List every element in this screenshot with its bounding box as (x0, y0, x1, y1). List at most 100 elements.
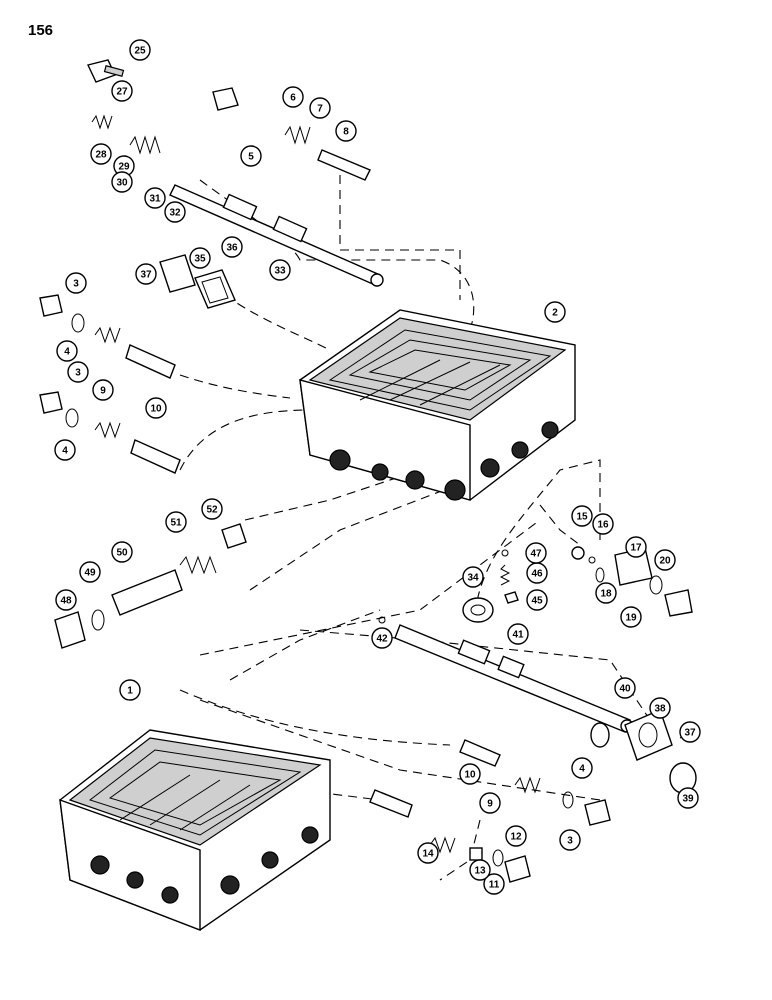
callout-number: 42 (376, 634, 388, 645)
callout-number: 10 (150, 404, 162, 415)
callout-number: 49 (84, 568, 96, 579)
callout-number: 34 (467, 573, 479, 584)
callout-number: 41 (512, 630, 524, 641)
callout-number: 9 (487, 799, 493, 810)
callout-46: 46 (526, 562, 548, 584)
lower-plug-assembly (369, 739, 611, 883)
callout-number: 32 (169, 208, 181, 219)
callout-circle (309, 97, 331, 119)
seal-34 (462, 597, 494, 623)
callout-34: 34 (462, 566, 484, 588)
callout-circle (92, 379, 114, 401)
callout-30: 30 (111, 171, 133, 193)
callout-4: 4 (571, 757, 593, 779)
callout-1: 1 (119, 679, 141, 701)
callout-circle (614, 677, 636, 699)
callout-number: 13 (474, 866, 486, 877)
callout-circle (119, 679, 141, 701)
callout-circle (79, 561, 101, 583)
page-number: 156 (28, 22, 54, 39)
callout-circle (56, 340, 78, 362)
shift-valve-41 (394, 624, 634, 733)
callout-36: 36 (221, 236, 243, 258)
callout-28: 28 (90, 143, 112, 165)
valve-body-upper (299, 309, 576, 501)
callout-number: 51 (170, 518, 182, 529)
callout-38: 38 (649, 697, 671, 719)
callout-circle (282, 86, 304, 108)
callout-number: 1 (127, 686, 133, 697)
callout-7: 7 (309, 97, 331, 119)
callout-number: 4 (64, 347, 70, 358)
callout-circle (483, 873, 505, 895)
callout-number: 35 (194, 254, 206, 265)
callout-number: 33 (274, 266, 286, 277)
callout-number: 10 (464, 770, 476, 781)
regulator-valve (54, 523, 247, 649)
callout-25: 25 (129, 39, 151, 61)
callout-17: 17 (625, 536, 647, 558)
callout-number: 52 (206, 505, 218, 516)
callout-9: 9 (92, 379, 114, 401)
callout-number: 15 (576, 512, 588, 523)
spring-7 (284, 125, 311, 145)
callout-4: 4 (54, 439, 76, 461)
callout-19: 19 (620, 606, 642, 628)
ball-42 (378, 616, 386, 624)
callout-number: 5 (248, 152, 254, 163)
callout-number: 14 (422, 849, 434, 860)
callout-52: 52 (201, 498, 223, 520)
callout-number: 4 (579, 764, 585, 775)
callout-35: 35 (189, 247, 211, 269)
callout-circle (129, 39, 151, 61)
callout-number: 46 (531, 569, 543, 580)
callout-32: 32 (164, 201, 186, 223)
callout-number: 30 (116, 178, 128, 189)
callout-number: 4 (62, 446, 68, 457)
top-plug-25 (87, 59, 125, 83)
callout-number: 6 (290, 93, 296, 104)
callout-42: 42 (371, 627, 393, 649)
callout-circle (371, 627, 393, 649)
callout-number: 8 (343, 127, 349, 138)
callout-circle (595, 582, 617, 604)
callout-37: 37 (679, 721, 701, 743)
callout-number: 45 (531, 596, 543, 607)
assembly-guide-lines (169, 175, 651, 881)
callout-10: 10 (459, 763, 481, 785)
callout-31: 31 (144, 187, 166, 209)
callout-number: 47 (530, 549, 542, 560)
callout-6: 6 (282, 86, 304, 108)
callout-41: 41 (507, 623, 529, 645)
callout-number: 7 (317, 104, 323, 115)
callout-number: 37 (140, 270, 152, 281)
callout-48: 48 (55, 589, 77, 611)
callout-10: 10 (145, 397, 167, 419)
callout-40: 40 (614, 677, 636, 699)
callout-47: 47 (525, 542, 547, 564)
callout-number: 3 (73, 279, 79, 290)
callout-circle (559, 829, 581, 851)
callout-number: 27 (116, 87, 128, 98)
callout-circle (679, 721, 701, 743)
callout-circle (649, 697, 671, 719)
callout-circle (571, 757, 593, 779)
callout-number: 3 (567, 836, 573, 847)
callout-circle (479, 792, 501, 814)
valve-body-lower (59, 729, 331, 932)
callout-number: 36 (226, 243, 238, 254)
callout-15: 15 (571, 505, 593, 527)
callout-circle (526, 589, 548, 611)
valve-8 (317, 149, 371, 181)
callout-51: 51 (165, 511, 187, 533)
cover-38 (624, 709, 673, 761)
o-ring-40 (590, 722, 610, 748)
callout-circle (335, 120, 357, 142)
callout-circle (221, 236, 243, 258)
callout-circle (189, 247, 211, 269)
callout-circle (469, 859, 491, 881)
callout-11: 11 (483, 873, 505, 895)
callout-circle (625, 536, 647, 558)
callout-circle (55, 589, 77, 611)
